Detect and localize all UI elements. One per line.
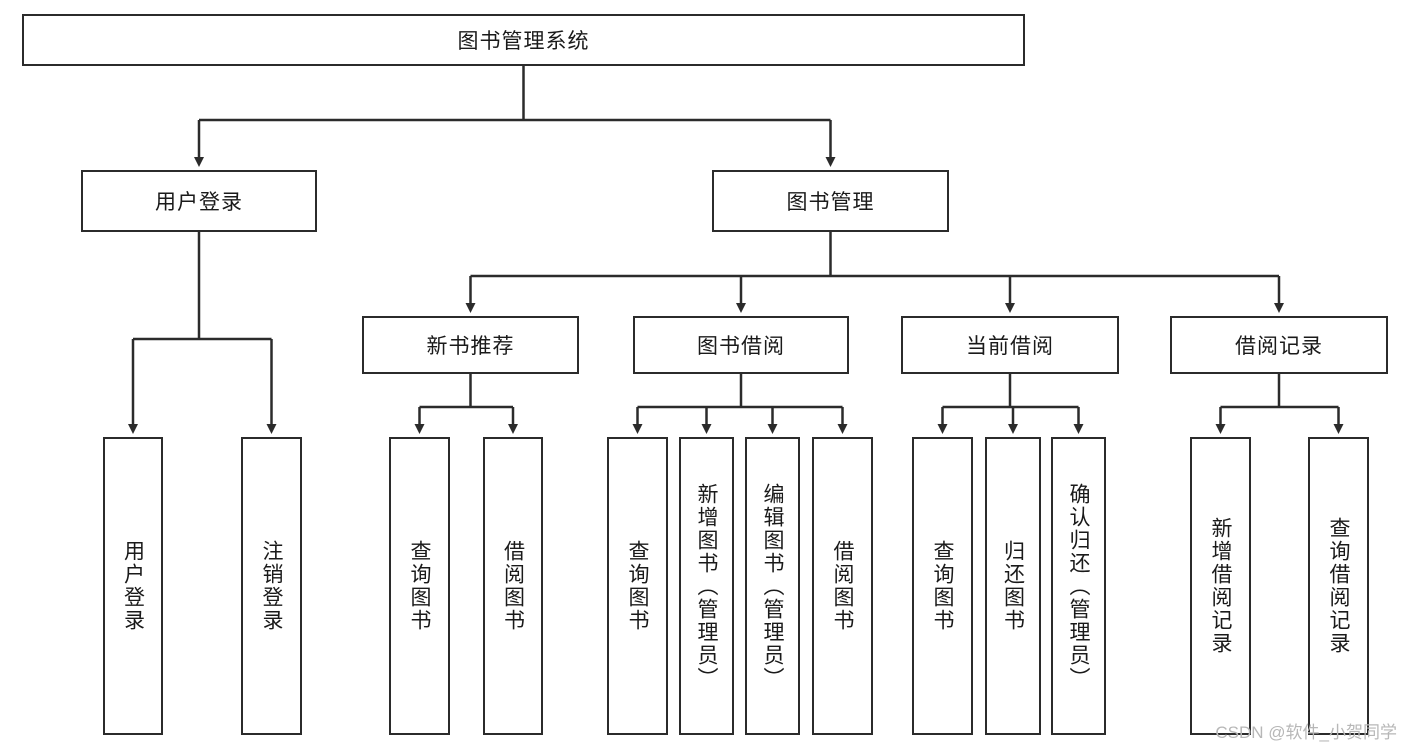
node-root[interactable]: 图书管理系统 (22, 14, 1025, 66)
node-leaf-return-book[interactable]: 归还图书 (985, 437, 1041, 735)
node-leaf-user-login[interactable]: 用户登录 (103, 437, 163, 735)
node-leaf-query-book-2[interactable]: 查询图书 (607, 437, 668, 735)
node-leaf-edit-book[interactable]: 编辑图书（管理员） (745, 437, 800, 735)
node-borrow-record[interactable]: 借阅记录 (1170, 316, 1388, 374)
node-new-book-rec[interactable]: 新书推荐 (362, 316, 579, 374)
node-leaf-borrow-book-1[interactable]: 借阅图书 (483, 437, 543, 735)
node-user-login[interactable]: 用户登录 (81, 170, 317, 232)
node-label: 用户登录 (121, 540, 145, 632)
node-label: 注销登录 (260, 540, 283, 632)
node-label: 查询图书 (626, 540, 649, 632)
node-book-manage[interactable]: 图书管理 (712, 170, 949, 232)
node-label: 图书管理系统 (457, 30, 590, 53)
node-label: 图书借阅 (697, 335, 785, 358)
node-leaf-query-book-1[interactable]: 查询图书 (389, 437, 450, 735)
node-label: 用户登录 (155, 191, 243, 214)
node-label: 编辑图书（管理员） (761, 482, 784, 690)
node-leaf-query-book-3[interactable]: 查询图书 (912, 437, 973, 735)
node-leaf-add-record[interactable]: 新增借阅记录 (1190, 437, 1251, 735)
node-label: 新书推荐 (426, 335, 515, 358)
node-book-borrow[interactable]: 图书借阅 (633, 316, 849, 374)
node-label: 归还图书 (1001, 540, 1025, 632)
node-label: 当前借阅 (966, 335, 1054, 358)
node-label: 图书管理 (786, 191, 875, 214)
node-label: 新增图书（管理员） (695, 482, 718, 690)
node-label: 查询图书 (408, 540, 431, 632)
node-label: 借阅记录 (1235, 335, 1323, 358)
node-label: 借阅图书 (501, 540, 525, 632)
node-leaf-query-record[interactable]: 查询借阅记录 (1308, 437, 1369, 735)
node-label: 查询图书 (931, 540, 954, 632)
node-leaf-confirm-return[interactable]: 确认归还（管理员） (1051, 437, 1106, 735)
node-label: 查询借阅记录 (1327, 517, 1350, 655)
node-leaf-borrow-book-2[interactable]: 借阅图书 (812, 437, 873, 735)
node-label: 新增借阅记录 (1209, 517, 1232, 655)
node-current-borrow[interactable]: 当前借阅 (901, 316, 1119, 374)
node-label: 借阅图书 (831, 540, 854, 632)
csdn-watermark: CSDN @软件_小贺同学 (1215, 723, 1397, 742)
node-leaf-logout[interactable]: 注销登录 (241, 437, 302, 735)
node-leaf-add-book[interactable]: 新增图书（管理员） (679, 437, 734, 735)
node-label: 确认归还（管理员） (1067, 482, 1090, 690)
